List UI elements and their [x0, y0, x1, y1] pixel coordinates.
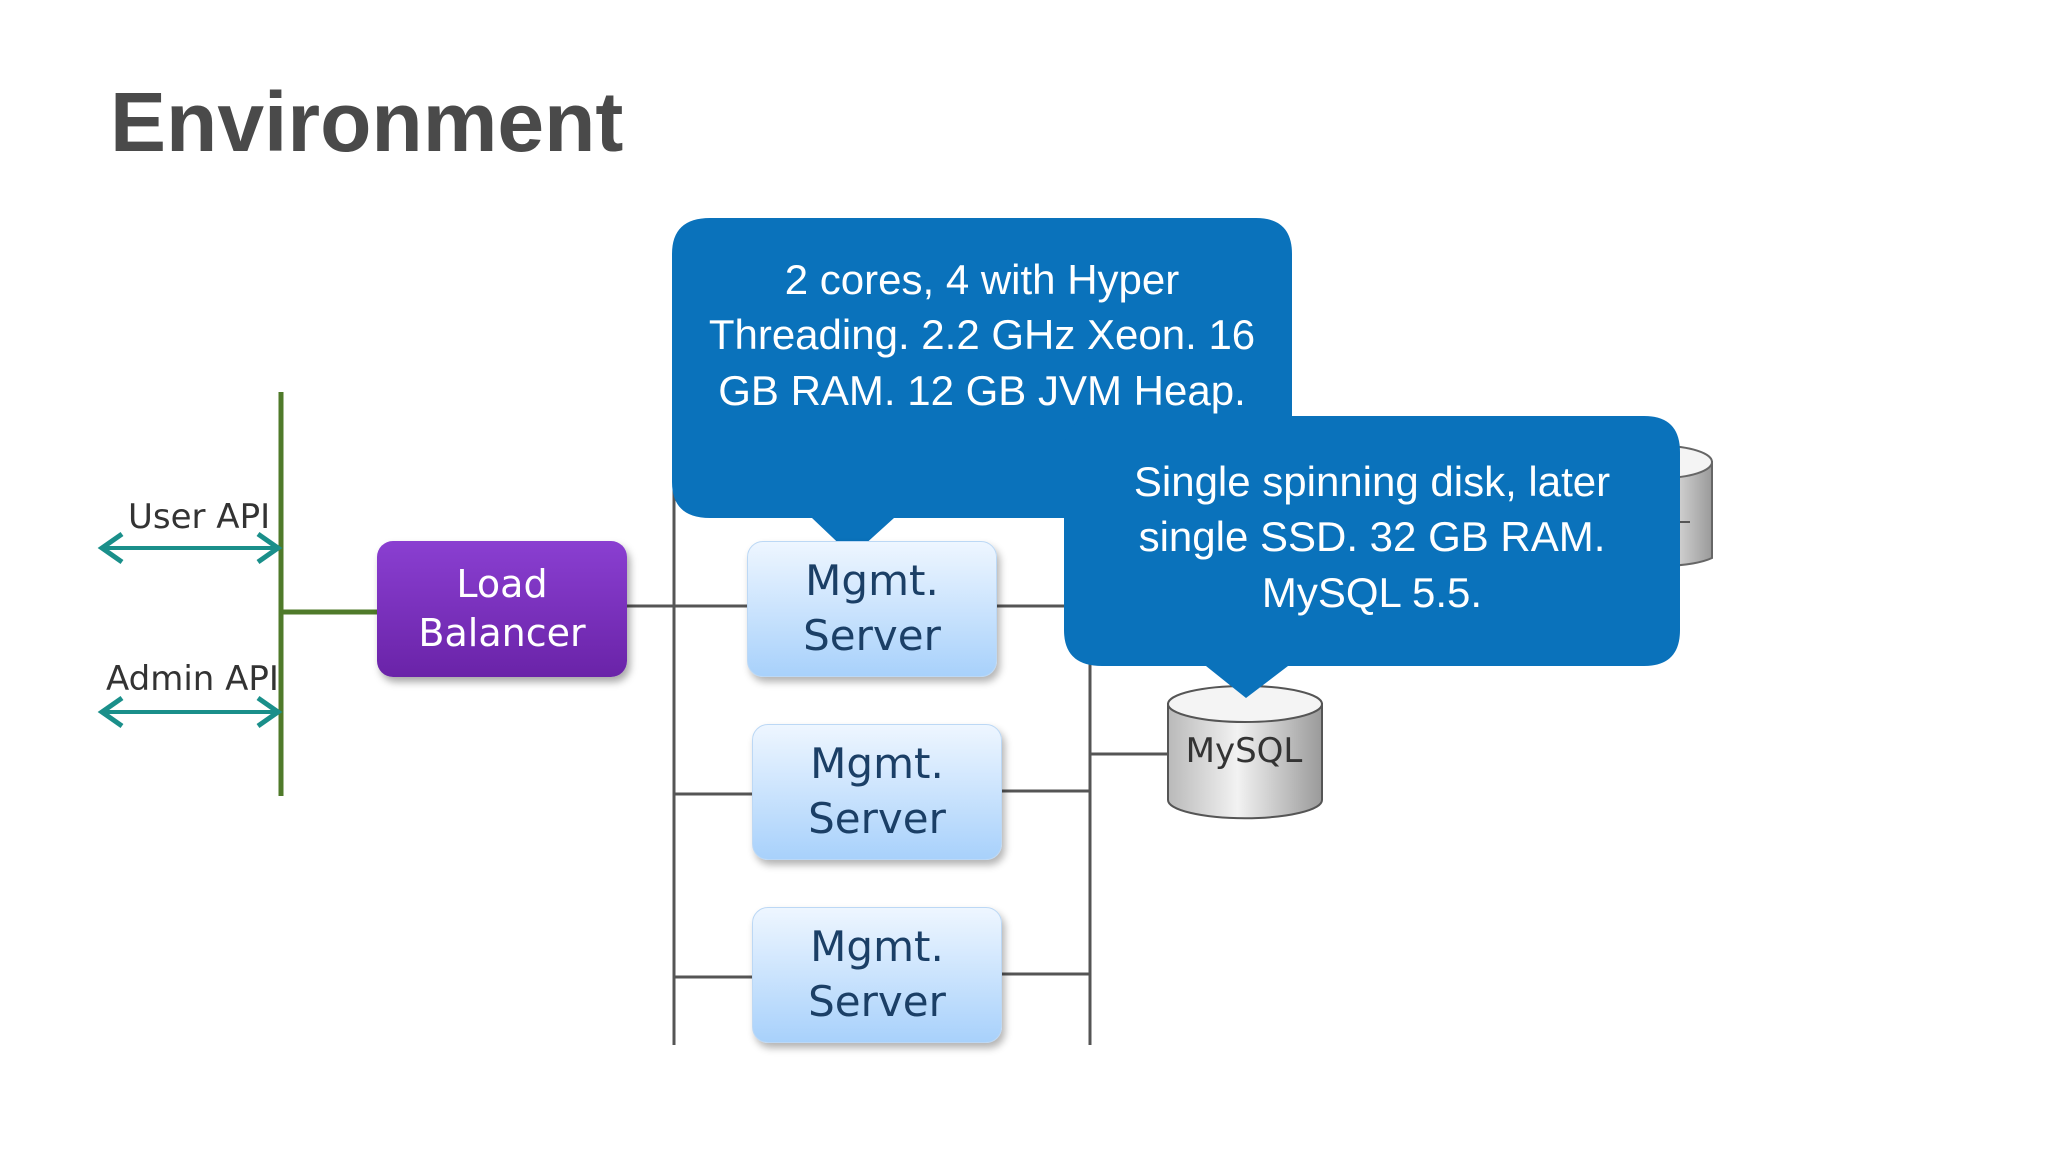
db-spec-callout-shape [1064, 416, 1680, 698]
mgmt-server-label-line1: Mgmt. [810, 922, 944, 972]
user-api-arrow [97, 531, 283, 565]
mysql-database-label: MySQL [1185, 731, 1303, 771]
user-api-label: User API [128, 497, 271, 537]
admin-api-label: Admin API [106, 659, 279, 699]
mgmt-server-node-2: Mgmt. Server [752, 724, 1002, 860]
mgmt-server-label-line2: Server [803, 611, 941, 660]
page-title: Environment [110, 75, 624, 169]
mgmt-server-label-line2: Server [808, 794, 946, 843]
mgmt-server-label-line1: Mgmt. [805, 556, 939, 606]
mgmt-server-node-1: Mgmt. Server [747, 541, 997, 677]
admin-api-arrow [97, 695, 283, 729]
mgmt-spec-callout-text: 2 cores, 4 with Hyper Threading. 2.2 GHz… [708, 256, 1256, 414]
mgmt-server-label-line1: Mgmt. [810, 739, 944, 789]
load-balancer-label-line2: Balancer [418, 611, 586, 655]
mgmt-server-label-line2: Server [808, 977, 946, 1026]
mgmt-server-node-3: Mgmt. Server [752, 907, 1002, 1043]
load-balancer-node: Load Balancer [377, 541, 627, 677]
load-balancer-label-line1: Load [456, 561, 548, 606]
db-spec-callout-text: Single spinning disk, later single SSD. … [1133, 458, 1611, 616]
mysql-database-cylinder [1167, 685, 1323, 820]
